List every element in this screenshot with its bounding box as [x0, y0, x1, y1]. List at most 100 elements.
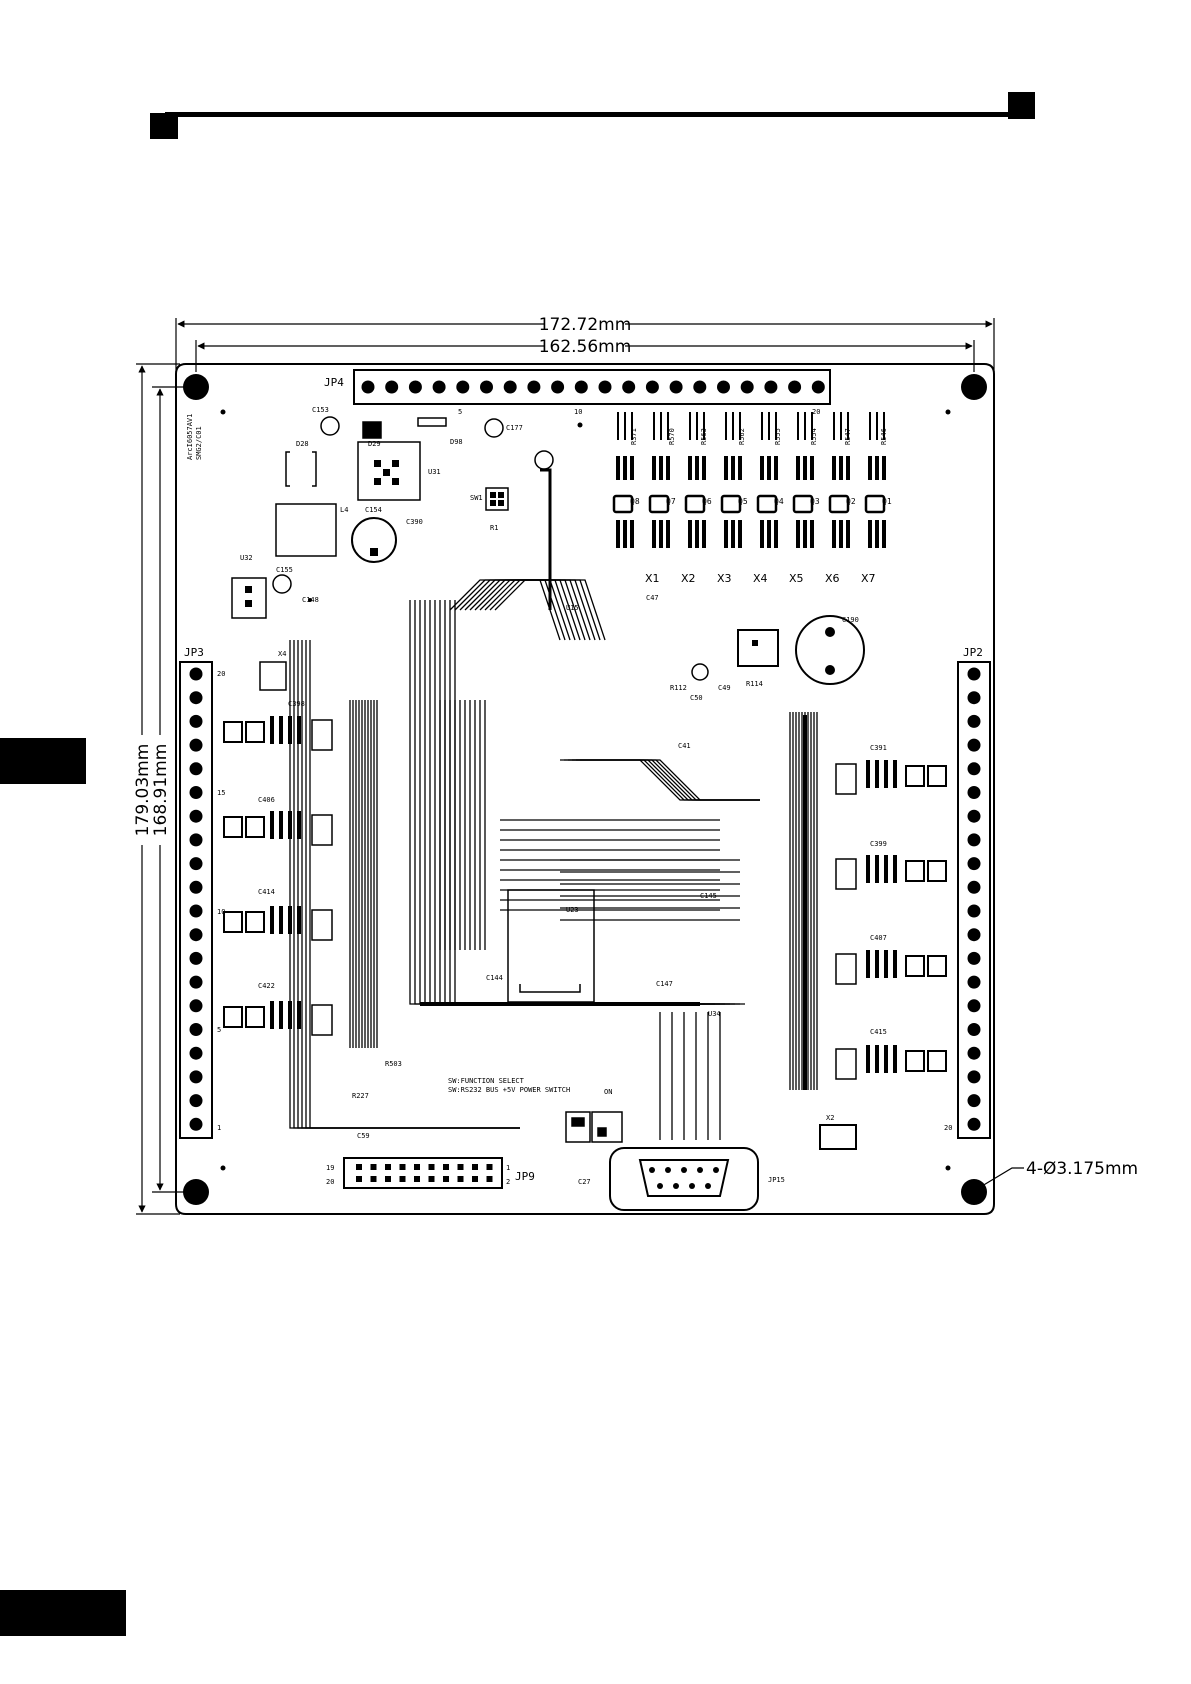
inner-height-dimension: 168.91mm [151, 744, 171, 837]
c27-label: C27 [578, 1178, 591, 1186]
smd-resistor [893, 1045, 897, 1073]
jp2-pin [967, 1046, 981, 1060]
jp3-pin [189, 999, 203, 1013]
ic-outline [835, 763, 857, 795]
jp3-pin [189, 975, 203, 989]
resistor-body [695, 456, 699, 480]
jp2-pin [967, 762, 981, 776]
transistor-outline [720, 494, 742, 514]
resistor-body [774, 520, 778, 548]
d28-label: D28 [296, 440, 309, 448]
c406-label: C406 [258, 796, 275, 804]
jp9-pin [414, 1176, 420, 1182]
jp4-pin-20: 20 [812, 408, 820, 416]
jp4-pin [480, 380, 493, 394]
transistor-outline [864, 494, 886, 514]
d98-label: D98 [450, 438, 463, 446]
resistor-body [832, 456, 836, 480]
u34-label: U34 [708, 1010, 721, 1018]
smd-resistor [270, 1001, 274, 1029]
resistor-body [868, 520, 872, 548]
bus-traces [289, 468, 818, 1140]
trace [439, 600, 730, 1005]
smd-resistor [884, 855, 888, 883]
smd-resistor [279, 906, 283, 934]
u15-label: U15 [566, 604, 579, 612]
resistor-body [688, 456, 692, 480]
jp4-pin [645, 380, 659, 394]
jp3-pin-5: 5 [217, 1026, 221, 1034]
channel-label: X2 [681, 572, 696, 585]
ic-outline [311, 1004, 333, 1036]
jp4-connector [353, 369, 831, 405]
jp2-pin [967, 714, 981, 728]
q4-label: Q4 [774, 497, 784, 506]
jp4-pin [717, 380, 730, 394]
header-corner-block-right [1008, 92, 1035, 119]
jp9-pin-20: 20 [326, 1178, 334, 1186]
channel-resistors [616, 412, 886, 548]
l4-label: L4 [340, 506, 348, 514]
r570-label: R570 [668, 428, 676, 445]
c41-label: C41 [678, 742, 691, 750]
header-corner-block-left [150, 113, 178, 139]
jp4-pin [408, 380, 422, 394]
c59-label: C59 [357, 1132, 370, 1140]
ic-outline [311, 814, 333, 846]
x2-label: X2 [826, 1114, 834, 1122]
smd-resistor [279, 1001, 283, 1029]
ic-outline [311, 719, 333, 751]
jp2-pin [967, 857, 981, 871]
jp4-pin [456, 380, 470, 394]
trace [434, 600, 725, 1005]
q1-label: Q1 [882, 497, 892, 506]
resistor-body [702, 456, 706, 480]
optocoupler [927, 860, 947, 882]
small-vias [220, 409, 951, 1171]
smd-resistor [297, 716, 301, 744]
resistor-body [688, 520, 692, 548]
jp15-label: JP15 [768, 1176, 785, 1184]
jp2-pin [967, 928, 981, 942]
smd-resistor [288, 906, 292, 934]
resistor-body [875, 520, 879, 548]
c407-label: C407 [870, 934, 887, 942]
d29-label: D29 [368, 440, 381, 448]
c190-label: C190 [842, 616, 859, 624]
r555-label: R555 [774, 428, 782, 445]
resistor-body [630, 456, 634, 480]
mount-hole-dimension: 4-Ø3.175mm [1026, 1159, 1138, 1179]
smd-resistor [866, 1045, 870, 1073]
smd-resistor [884, 760, 888, 788]
r554-label: R554 [810, 428, 818, 445]
jp3-pin-10: 10 [217, 908, 225, 916]
q8-label: Q8 [630, 497, 640, 506]
optocoupler [927, 765, 947, 787]
jp9-pin-1: 1 [506, 1164, 510, 1172]
sw1-label: SW1 [470, 494, 483, 502]
c398-label: C398 [288, 700, 305, 708]
smd-resistor [279, 811, 283, 839]
c391-label: C391 [870, 744, 887, 752]
resistor-body [774, 456, 778, 480]
jp4-pin-5: 5 [458, 408, 462, 416]
r112-label: R112 [670, 684, 687, 692]
optocoupler [245, 721, 265, 743]
smd-resistor [875, 1045, 879, 1073]
jp3-pin [189, 833, 203, 847]
jp9-pin [428, 1176, 435, 1182]
jp3-pin [189, 1023, 203, 1036]
optocoupler [245, 1006, 265, 1028]
jp3-label: JP3 [184, 646, 204, 659]
smd-resistor [297, 1001, 301, 1029]
u23-label: U23 [566, 906, 579, 914]
resistor-body [839, 456, 843, 480]
resistor-body [810, 456, 814, 480]
resistor-body [760, 520, 764, 548]
smd-resistor [270, 811, 274, 839]
trace [309, 640, 520, 1129]
r1-label: R1 [490, 524, 498, 532]
resistor-body [767, 456, 771, 480]
trace [305, 640, 520, 1129]
board-rev-text: SMG2/C01 [195, 426, 203, 460]
